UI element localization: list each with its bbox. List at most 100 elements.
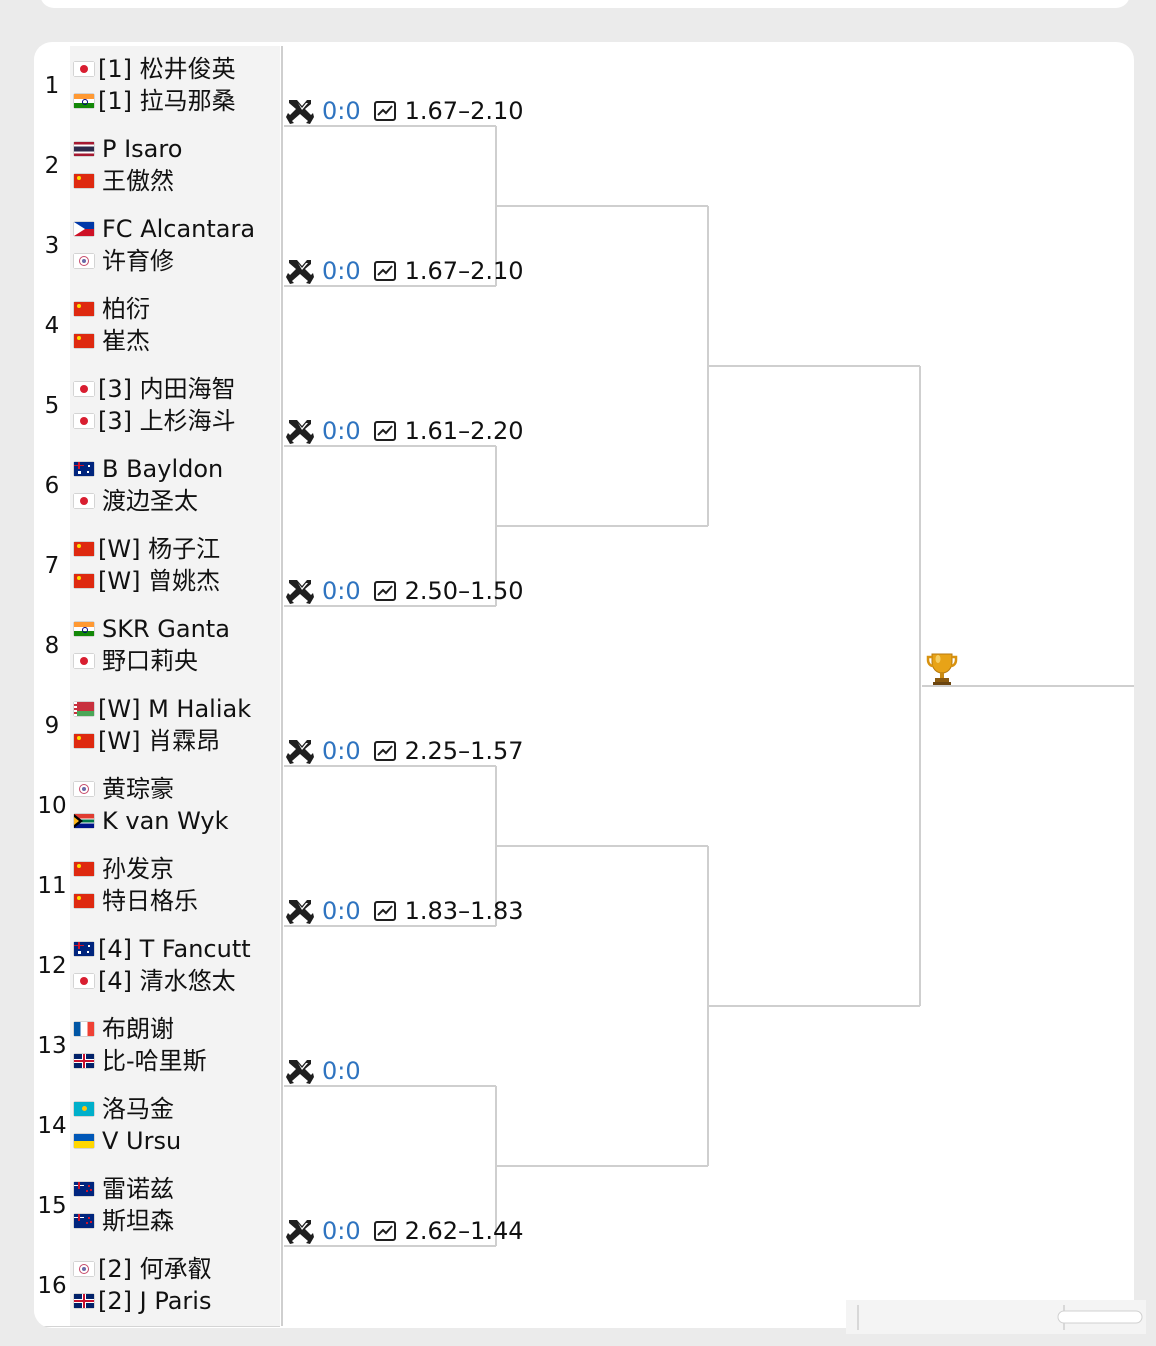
player-entry[interactable]: [1] 松井俊英 (74, 54, 280, 84)
bracket-slot: 16[2] 何承叡[2] J Paris (34, 1246, 280, 1327)
player-entry[interactable]: 孙发京 (74, 854, 280, 884)
line-chart-icon (373, 261, 396, 281)
player-entry[interactable]: 斯坦森 (74, 1206, 280, 1236)
player-entry[interactable]: 特日格乐 (74, 886, 280, 916)
flag-cn-icon (74, 334, 94, 348)
player-entry[interactable]: 许育修 (74, 246, 280, 276)
flag-cn-icon (74, 862, 94, 876)
slot-players: [3] 内田海智[3] 上杉海斗 (70, 366, 280, 446)
flag-jp-icon (74, 494, 94, 508)
flag-ua-icon (74, 1134, 94, 1148)
slot-number: 12 (34, 926, 70, 1006)
slot-number: 1 (34, 46, 70, 126)
slot-players: [2] 何承叡[2] J Paris (70, 1246, 280, 1326)
slot-number: 10 (34, 766, 70, 846)
player-entry[interactable]: [3] 上杉海斗 (74, 406, 280, 436)
flag-jp-icon (74, 62, 94, 76)
flag-cn-icon (74, 574, 94, 588)
match-score[interactable]: 0:0 (322, 1217, 361, 1245)
match-odds: 1.83–1.83 (404, 897, 524, 925)
player-name: B Bayldon (102, 455, 224, 483)
player-entry[interactable]: 洛马金 (74, 1094, 280, 1124)
player-entry[interactable]: 雷诺兹 (74, 1174, 280, 1204)
flag-fr-icon (74, 1022, 94, 1036)
player-entry[interactable]: [4] 清水悠太 (74, 966, 280, 996)
player-entry[interactable]: SKR Ganta (74, 614, 280, 644)
match-odds: 1.67–2.10 (404, 97, 524, 125)
player-name: [W] 肖霖昂 (98, 727, 221, 755)
crossed-swords-icon (286, 260, 314, 284)
player-name: [4] 清水悠太 (98, 967, 236, 995)
player-entry[interactable]: [2] 何承叡 (74, 1254, 280, 1284)
flag-tpe-icon (74, 782, 94, 796)
player-entry[interactable]: 野口莉央 (74, 646, 280, 676)
player-entry[interactable]: 渡边圣太 (74, 486, 280, 516)
flag-nz-icon (74, 1214, 94, 1228)
player-entry[interactable]: [W] M Haliak (74, 694, 280, 724)
player-name: 黄琮豪 (102, 775, 174, 803)
player-name: 许育修 (102, 247, 174, 275)
crossed-swords-icon (286, 740, 314, 764)
flag-tpe-icon (74, 254, 94, 268)
player-entry[interactable]: [3] 内田海智 (74, 374, 280, 404)
player-name: [1] 松井俊英 (98, 55, 236, 83)
player-name: P Isaro (102, 135, 183, 163)
player-entry[interactable]: [W] 杨子江 (74, 534, 280, 564)
match-score[interactable]: 0:0 (322, 897, 361, 925)
flag-in-icon (74, 94, 94, 108)
slot-players: 雷诺兹斯坦森 (70, 1166, 280, 1246)
match-score[interactable]: 0:0 (322, 417, 361, 445)
slot-players: B Bayldon 渡边圣太 (70, 446, 280, 526)
match-info[interactable]: 0:0 1.83–1.83 (286, 894, 524, 928)
match-score[interactable]: 0:0 (322, 257, 361, 285)
slot-players: 黄琮豪 K van Wyk (70, 766, 280, 846)
player-entry[interactable]: FC Alcantara (74, 214, 280, 244)
crossed-swords-icon (286, 580, 314, 604)
match-score[interactable]: 0:0 (322, 577, 361, 605)
player-name: [W] M Haliak (98, 695, 252, 723)
player-name: 王傲然 (102, 167, 174, 195)
player-entry[interactable]: 柏衍 (74, 294, 280, 324)
player-entry[interactable]: V Ursu (74, 1126, 280, 1156)
slot-number: 7 (34, 526, 70, 606)
match-score[interactable]: 0:0 (322, 1057, 361, 1085)
player-entry[interactable]: 黄琮豪 (74, 774, 280, 804)
crossed-swords-icon (286, 1220, 314, 1244)
flag-gb-icon (74, 1054, 94, 1068)
match-score[interactable]: 0:0 (322, 97, 361, 125)
bracket-slot: 1 [1] 松井俊英 [1] 拉马那桑 (34, 46, 280, 127)
horizontal-scrollbar[interactable] (846, 1300, 1146, 1334)
player-name: [W] 曾姚杰 (98, 567, 221, 595)
player-name: V Ursu (102, 1127, 182, 1155)
player-name: 比-哈里斯 (102, 1047, 207, 1075)
flag-ph-icon (74, 222, 94, 236)
player-entry[interactable]: [1] 拉马那桑 (74, 86, 280, 116)
match-info[interactable]: 0:0 1.67–2.10 (286, 94, 524, 128)
player-entry[interactable]: [2] J Paris (74, 1286, 280, 1316)
player-entry[interactable]: 王傲然 (74, 166, 280, 196)
player-entry[interactable]: 布朗谢 (74, 1014, 280, 1044)
player-entry[interactable]: [4] T Fancutt (74, 934, 280, 964)
player-name: [W] 杨子江 (98, 535, 221, 563)
flag-nz-icon (74, 1182, 94, 1196)
player-entry[interactable]: K van Wyk (74, 806, 280, 836)
match-info[interactable]: 0:0 (286, 1054, 373, 1088)
player-entry[interactable]: 比-哈里斯 (74, 1046, 280, 1076)
player-entry[interactable]: P Isaro (74, 134, 280, 164)
match-score[interactable]: 0:0 (322, 737, 361, 765)
player-entry[interactable]: B Bayldon (74, 454, 280, 484)
slot-players: [1] 松井俊英 [1] 拉马那桑 (70, 46, 280, 126)
player-entry[interactable]: [W] 肖霖昂 (74, 726, 280, 756)
player-entry[interactable]: 崔杰 (74, 326, 280, 356)
player-entry[interactable]: [W] 曾姚杰 (74, 566, 280, 596)
player-name: SKR Ganta (102, 615, 230, 643)
player-name: 布朗谢 (102, 1015, 174, 1043)
player-name: K van Wyk (102, 807, 229, 835)
